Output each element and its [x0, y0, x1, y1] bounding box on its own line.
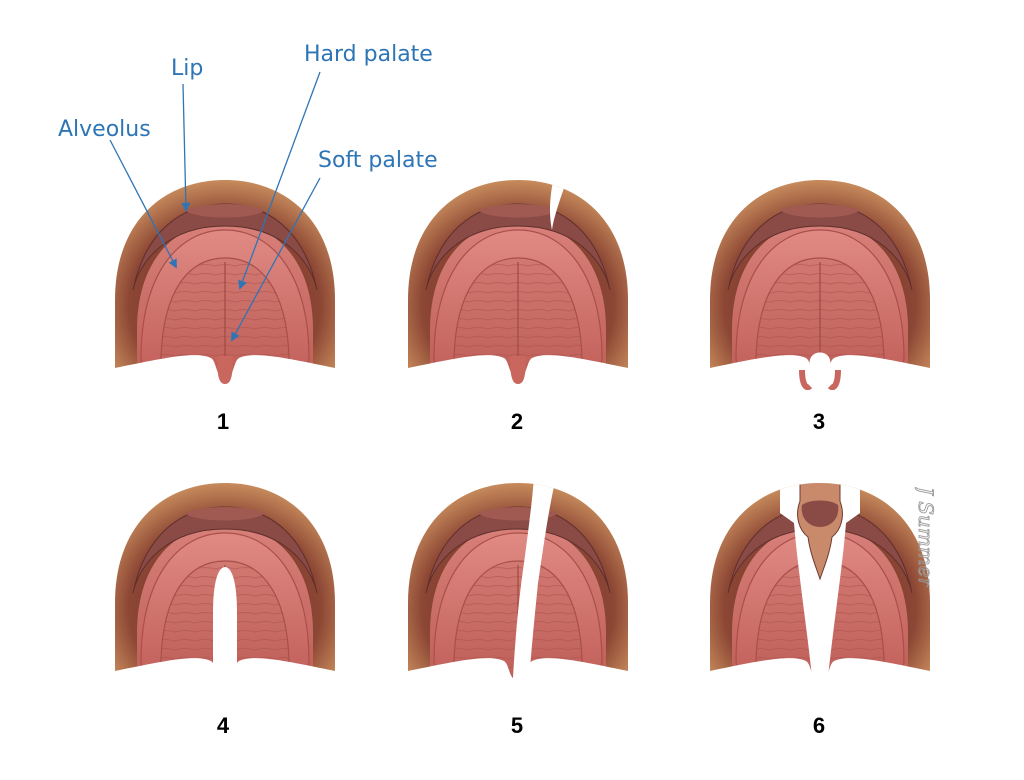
- oropharynx-gap: [408, 658, 628, 693]
- label-arrows: [109, 71, 321, 342]
- palate-panel-1: [115, 180, 335, 390]
- arrow-lip: [181, 83, 191, 212]
- label-lip: Lip: [171, 56, 204, 81]
- palate-panel-4: [115, 483, 335, 693]
- lip: [727, 506, 913, 594]
- lip-philtrum: [185, 507, 265, 521]
- palate-panel-5: [408, 483, 628, 693]
- svg-text:J Summer: J Summer: [914, 487, 938, 587]
- lip-philtrum: [185, 204, 265, 218]
- split-uvula: [799, 369, 841, 390]
- label-hard-palate: Hard palate: [304, 42, 433, 67]
- prolabium: [801, 500, 839, 527]
- lip: [425, 203, 611, 291]
- palate-panel-6: [710, 483, 930, 693]
- panel-number-5: 5: [510, 713, 524, 738]
- alveolar-ridge: [735, 229, 905, 369]
- alveolar-ridge: [433, 229, 603, 369]
- lip-philtrum: [780, 204, 860, 218]
- lip: [132, 203, 318, 291]
- arrow-soft-palate: [231, 177, 321, 342]
- arrow-hard-palate: [238, 71, 321, 290]
- unilateral-cleft: [512, 483, 556, 693]
- oropharynx-gap: [710, 658, 930, 693]
- oropharynx-gap: [710, 355, 930, 390]
- lip: [425, 506, 611, 594]
- label-soft-palate: Soft palate: [318, 148, 438, 173]
- palate-panel-2: [408, 180, 628, 390]
- alveolar-ridge: [140, 532, 310, 672]
- uvula: [510, 356, 526, 384]
- arrow-alveolus: [109, 139, 177, 269]
- panels-layer: [115, 180, 930, 693]
- alveolar-ridge: [140, 229, 310, 369]
- label-alveolus: Alveolus: [58, 117, 151, 142]
- alveolar-ridge: [433, 532, 603, 672]
- lip-philtrum: [478, 204, 558, 218]
- oropharynx-gap: [115, 355, 335, 390]
- panel-number-1: 1: [216, 409, 230, 434]
- panel-number-4: 4: [216, 713, 230, 738]
- oropharynx-gap: [408, 355, 628, 390]
- panel-number-2: 2: [510, 409, 524, 434]
- panel-number-6: 6: [812, 713, 826, 738]
- lip: [132, 506, 318, 594]
- lip: [727, 203, 913, 291]
- panel-number-3: 3: [812, 409, 826, 434]
- palate-cleft: [213, 567, 237, 693]
- palate-panel-3: [710, 180, 930, 390]
- uvula-cleft: [809, 352, 831, 390]
- artist-signature: J Summer: [914, 487, 939, 587]
- lip-cleft: [550, 180, 568, 230]
- oropharynx-gap: [115, 658, 335, 693]
- uvula: [217, 356, 233, 384]
- bilateral-cleft: [780, 483, 860, 693]
